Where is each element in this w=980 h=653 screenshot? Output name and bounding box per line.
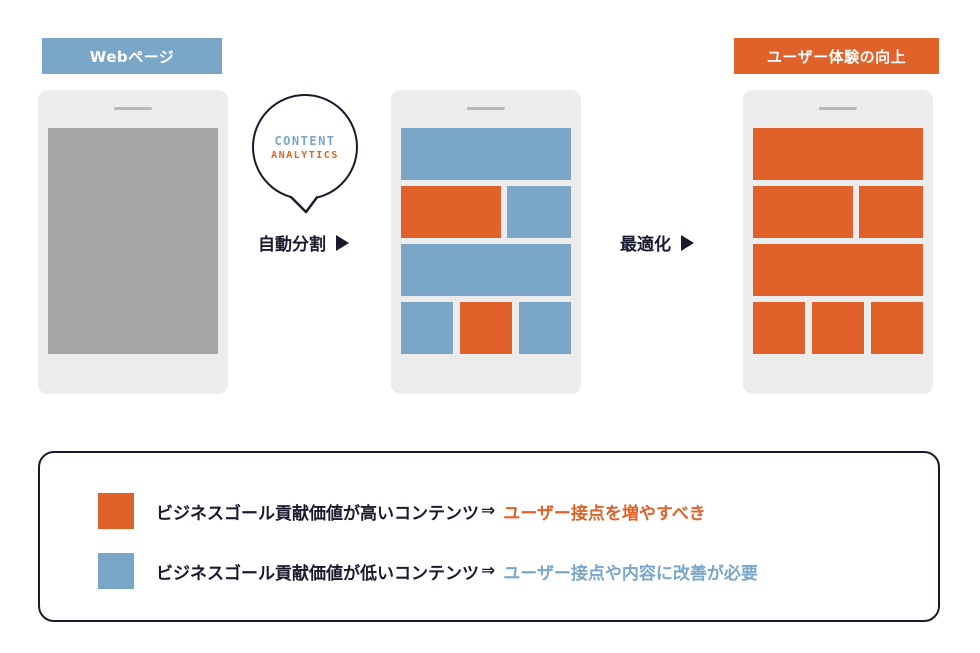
step-optimize-text: 最適化 <box>620 235 671 255</box>
legend-row-low-value: ビジネスゴール貢献価値が低いコンテンツ ⇒ ユーザー接点や内容に改善が必要 <box>98 553 758 589</box>
legend-action: ユーザー接点を増やすべき <box>503 503 706 524</box>
play-arrow-icon <box>336 234 349 251</box>
block-blue <box>401 244 571 296</box>
legend-swatch-orange <box>98 493 134 529</box>
legend-action: ユーザー接点や内容に改善が必要 <box>503 563 758 584</box>
phone-screen-gray <box>48 128 218 354</box>
block-blue <box>519 302 571 354</box>
phone-screen-split <box>401 128 571 354</box>
ux-improvement-label: ユーザー体験の向上 <box>734 38 939 74</box>
block-orange <box>812 302 864 354</box>
block-orange <box>859 186 923 238</box>
step-optimize: 最適化 <box>620 230 694 255</box>
block-orange <box>753 128 923 180</box>
legend-description: ビジネスゴール貢献価値が高いコンテンツ <box>156 503 479 524</box>
block-orange <box>460 302 512 354</box>
phone-speaker <box>819 107 857 110</box>
step-auto-split: 自動分割 <box>258 230 349 255</box>
block-blue <box>401 302 453 354</box>
legend-row-high-value: ビジネスゴール貢献価値が高いコンテンツ ⇒ ユーザー接点を増やすべき <box>98 493 706 529</box>
block-orange <box>871 302 923 354</box>
block-orange <box>401 186 501 238</box>
phone-optimized <box>743 90 933 394</box>
legend-box: ビジネスゴール貢献価値が高いコンテンツ ⇒ ユーザー接点を増やすべき ビジネスゴ… <box>38 451 940 622</box>
legend-description: ビジネスゴール貢献価値が低いコンテンツ <box>156 563 479 584</box>
bubble-line-content: CONTENT <box>274 133 336 148</box>
block-orange <box>753 244 923 296</box>
phone-speaker <box>114 107 152 110</box>
block-blue <box>507 186 571 238</box>
phone-screen-optimized <box>753 128 923 354</box>
legend-swatch-blue <box>98 553 134 589</box>
double-arrow-icon: ⇒ <box>481 561 496 581</box>
phone-speaker <box>467 107 505 110</box>
phone-split <box>391 90 581 394</box>
play-arrow-icon <box>681 234 694 251</box>
bubble-line-analytics: ANALYTICS <box>271 149 339 161</box>
block-blue <box>401 128 571 180</box>
step-auto-split-text: 自動分割 <box>258 235 326 255</box>
block-orange <box>753 186 853 238</box>
double-arrow-icon: ⇒ <box>481 501 496 521</box>
content-analytics-bubble: CONTENT ANALYTICS <box>252 94 358 200</box>
phone-original <box>38 90 228 394</box>
block-orange <box>753 302 805 354</box>
webpage-label: Webページ <box>42 38 222 74</box>
